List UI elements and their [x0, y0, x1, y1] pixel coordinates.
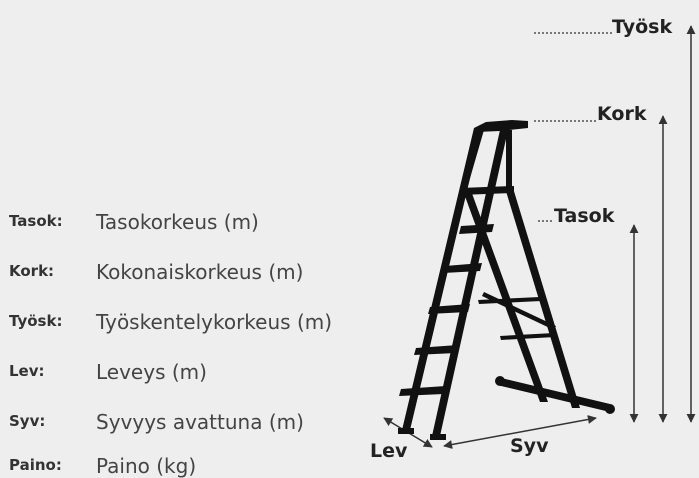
ladder-tread	[399, 386, 446, 396]
legend-key: Paino:	[9, 456, 62, 474]
legend-description: Tasokorkeus (m)	[96, 210, 259, 234]
ladder-tread	[443, 263, 482, 273]
legend-description: Paino (kg)	[96, 454, 197, 478]
ladder-wheel	[495, 376, 505, 386]
legend-description: Syvyys avattuna (m)	[96, 410, 304, 434]
ladder-tread	[414, 345, 458, 355]
legend-description: Kokonaiskorkeus (m)	[96, 260, 304, 284]
syv-dimension-arrow	[443, 415, 597, 449]
ladder-back-brace	[500, 333, 555, 340]
legend-key: Lev:	[9, 362, 45, 380]
ladder-guard-rail-right	[506, 130, 512, 192]
kork-dimension-label: Kork	[597, 103, 647, 125]
ladder-tread	[459, 224, 494, 234]
ladder-foot	[398, 428, 414, 434]
legend-key: Kork:	[9, 262, 55, 280]
tyosk-dimension-label: Työsk	[612, 16, 673, 38]
syv-dimension-label: Syv	[510, 435, 549, 457]
ladder-back-rail-right	[505, 188, 580, 408]
ladder-tread	[428, 304, 470, 314]
legend-key: Tasok:	[9, 212, 63, 230]
legend-description: Työskentelykorkeus (m)	[96, 310, 333, 334]
lev-dimension-label: Lev	[370, 440, 408, 462]
ladder-wheel	[605, 404, 615, 414]
ladder-back-brace	[478, 297, 541, 304]
step-ladder	[398, 120, 615, 440]
legend-description: Leveys (m)	[96, 360, 207, 384]
ladder-guard-top	[460, 186, 514, 195]
dimension-legend: Tasok: Tasokorkeus (m) Kork: Kokonaiskor…	[9, 0, 409, 478]
ladder-platform	[474, 120, 528, 132]
ladder-front-rail-right	[432, 130, 508, 436]
ladder-foot	[430, 434, 446, 440]
ladder-back-brace	[482, 292, 556, 330]
ladder-back-rail-left	[462, 188, 548, 402]
tasok-dimension-label: Tasok	[554, 205, 615, 227]
ladder-guard-rail-left	[460, 130, 484, 192]
legend-key: Syv:	[9, 412, 46, 430]
legend-key: Työsk:	[9, 312, 63, 330]
ladder-rear-foot-bar	[497, 377, 610, 412]
